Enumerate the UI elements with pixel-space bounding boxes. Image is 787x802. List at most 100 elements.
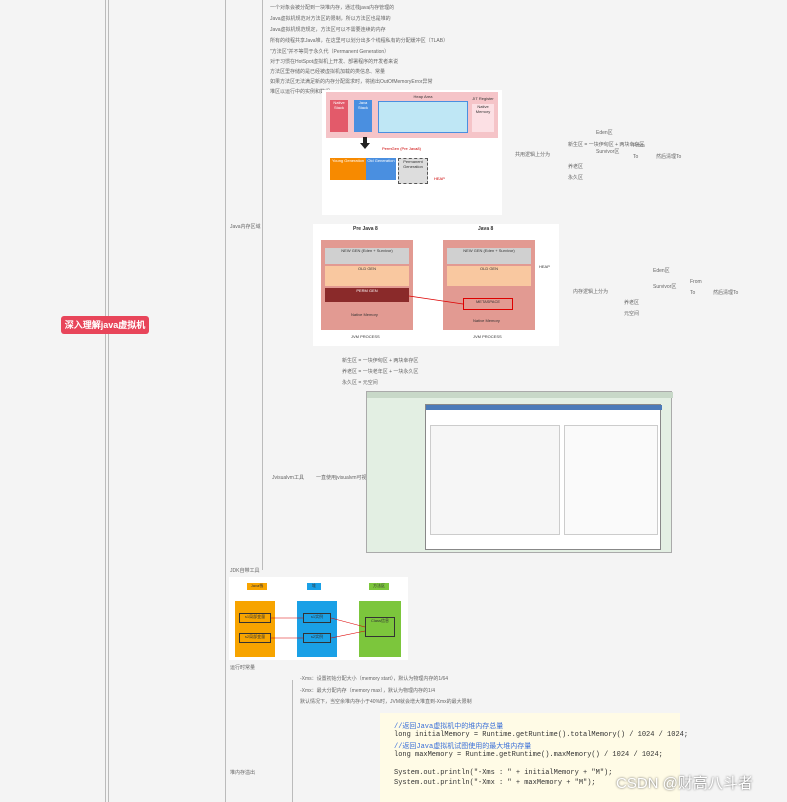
down-arrow-icon bbox=[360, 136, 370, 149]
to-note-2[interactable]: 然后清理To bbox=[713, 290, 739, 296]
heap-grid bbox=[378, 101, 468, 133]
branch-label-const[interactable]: 运行时常量 bbox=[230, 665, 256, 671]
branch-label-oom[interactable]: 堆内存溢出 bbox=[230, 770, 256, 776]
tool-note[interactable]: 一直使用jvisualvm可视化监控 bbox=[316, 475, 382, 481]
old-zone-label[interactable]: 养老区 bbox=[568, 164, 584, 170]
perm-gen-block: PERM GEN bbox=[325, 288, 409, 302]
java-stack-block: s1局部变量 s2局部变量 bbox=[235, 601, 275, 657]
permgen-caption: PermGen (Pre Java8) bbox=[382, 146, 421, 151]
young-gen-block: Young Generation bbox=[330, 158, 366, 180]
to-label-2[interactable]: To bbox=[690, 290, 696, 296]
to-label[interactable]: To bbox=[633, 154, 639, 160]
logic-split-label-2[interactable]: 内存逻辑上分为 bbox=[573, 289, 609, 295]
code-line: System.out.println("-Xmx : " + maxMemory… bbox=[394, 779, 596, 787]
new-gen-block: NEW GEN (Eden + Survivor) bbox=[325, 248, 409, 264]
pre-java8-title: Pre Java 8 bbox=[353, 226, 378, 232]
branch-line-main bbox=[225, 0, 226, 802]
jvm-diagram-1: Native Stack Java Stack Heap Area JIT Re… bbox=[322, 90, 502, 215]
heap-tag: HEAP bbox=[539, 264, 550, 269]
note: 如果方法区无法满足新的内存分配需求时，将抛出OutOfMemoryError异常 bbox=[270, 79, 433, 85]
note: Java虚拟机规范对方法区的限制，所以方法区也是堆的 bbox=[270, 16, 391, 22]
jvm-process-label: JVM PROCESS bbox=[351, 334, 380, 339]
branch-line-sub bbox=[262, 0, 263, 570]
jit-label: JIT Register bbox=[472, 96, 494, 101]
new-gen-block: NEW GEN (Eden + Survivor) bbox=[447, 248, 531, 264]
old-zone-label-2[interactable]: 养老区 bbox=[624, 300, 640, 306]
heap-tag: HEAP bbox=[434, 176, 445, 181]
plugin-dialog bbox=[425, 404, 662, 550]
note: 方法区里存储的是已经被虚拟机加载的类信息、常量 bbox=[270, 69, 386, 75]
xmx-note: -Xmx：最大分配内存（memory max），默认为物理内存的1/4 bbox=[300, 688, 436, 694]
heap-grow-note: 默认情况下，当空余堆内存小于40%时，JVM就会增大堆直到-Xmx的最大限制 bbox=[300, 699, 472, 705]
s2-local-var: s2局部变量 bbox=[239, 633, 271, 643]
stack-heap-diagram: Java栈 堆 方法区 s1局部变量 s2局部变量 s1实例 s2实例 Clas… bbox=[229, 577, 408, 660]
heap-note: 养老区 = 一块老年区 + 一块永久区 bbox=[342, 369, 419, 375]
branch-line-sub2 bbox=[292, 680, 293, 802]
young-zone-label[interactable]: 新生区 = 一块伊甸区 + 两块幸存区 bbox=[568, 142, 645, 148]
java8-process: NEW GEN (Eden + Survivor) OLD GEN METASP… bbox=[443, 240, 535, 330]
class-info: Class信息 bbox=[365, 617, 395, 637]
heap-title: Heap Area bbox=[413, 94, 433, 99]
xms-note: -Xms：设置初始分配大小（memory start），默认为物理内存的1/64 bbox=[300, 676, 449, 682]
code-snippet: //返回Java虚拟机中的堆内存总量 long initialMemory = … bbox=[380, 713, 688, 802]
old-gen-block: OLD GEN bbox=[447, 266, 531, 286]
heap-note: 永久区 = 元空间 bbox=[342, 380, 378, 386]
eden-label-2[interactable]: Eden区 bbox=[653, 268, 670, 274]
native-memory-block: Native Memory bbox=[472, 104, 494, 132]
code-line: long maxMemory = Runtime.getRuntime().ma… bbox=[394, 751, 663, 759]
metaspace-block: METASPACE bbox=[463, 298, 513, 310]
survivor-label[interactable]: Survivor区 bbox=[596, 149, 620, 155]
from-label-2[interactable]: From bbox=[690, 279, 702, 285]
s1-local-var: s1局部变量 bbox=[239, 613, 271, 623]
survivor-label-2[interactable]: Survivor区 bbox=[653, 284, 677, 290]
java-stack-block: Java Stack bbox=[354, 100, 372, 132]
old-gen-block: Old Generation bbox=[366, 158, 396, 180]
note: 所有的线程共享Java堆，在这里可以划分出多个线程私有的分配缓冲区（TLAB） bbox=[270, 38, 449, 44]
from-label[interactable]: From bbox=[633, 143, 645, 149]
pre-java8-process: NEW GEN (Eden + Survivor) OLD GEN PERM G… bbox=[321, 240, 413, 330]
root-topic[interactable]: 深入理解java虚拟机 bbox=[61, 316, 149, 334]
visualvm-screenshot bbox=[366, 391, 673, 553]
native-memory-label: Native Memory bbox=[473, 318, 500, 323]
note: "方法区"并不等同于永久代（Permanent Generation） bbox=[270, 49, 390, 55]
tree-trunk bbox=[105, 0, 106, 802]
runtime-area: Native Stack Java Stack Heap Area JIT Re… bbox=[326, 92, 498, 138]
eden-label[interactable]: Eden区 bbox=[596, 130, 613, 136]
window-titlebar bbox=[367, 392, 673, 398]
note: Java虚拟机规范规定，方法区可以不需要连续的内存 bbox=[270, 27, 386, 33]
plugin-details bbox=[564, 425, 658, 535]
jvm-diagram-2: Pre Java 8 Java 8 NEW GEN (Eden + Surviv… bbox=[313, 224, 559, 346]
reference-arrows bbox=[271, 617, 366, 639]
java-stack-title: Java栈 bbox=[247, 583, 267, 590]
tool-label[interactable]: Jvisualvm工具 bbox=[272, 475, 304, 481]
perm-gen-block: Permanent Generation bbox=[398, 158, 428, 184]
heap-block: s1实例 s2实例 bbox=[297, 601, 337, 657]
old-gen-block: OLD GEN bbox=[325, 266, 409, 286]
note: 对于习惯在HotSpot虚拟机上开发、部署程序的开发者来说 bbox=[270, 59, 399, 65]
native-stack-block: Native Stack bbox=[330, 100, 348, 132]
native-memory-label: Native Memory bbox=[351, 312, 378, 317]
code-comment: //返回Java虚拟机中的堆内存总量 bbox=[394, 723, 504, 731]
tree-trunk-2 bbox=[108, 0, 109, 802]
dialog-titlebar bbox=[426, 405, 662, 410]
note: 堆区以运行中的实例和数组 bbox=[270, 89, 331, 95]
heap-title: 堆 bbox=[307, 583, 321, 590]
jvm-process-label: JVM PROCESS bbox=[473, 334, 502, 339]
meta-zone-label-2[interactable]: 元空间 bbox=[624, 311, 640, 317]
logic-split-label[interactable]: 共用逻辑上分为 bbox=[515, 152, 551, 158]
branch-label-tools[interactable]: JDK自带工具 bbox=[230, 568, 260, 574]
perm-zone-label[interactable]: 永久区 bbox=[568, 175, 584, 181]
java8-title: Java 8 bbox=[478, 226, 494, 232]
csdn-watermark: CSDN @财高八斗者 bbox=[616, 775, 753, 792]
permgen-metaspace-arrow bbox=[408, 295, 464, 305]
s1-instance: s1实例 bbox=[303, 613, 331, 623]
method-area-title: 方法区 bbox=[369, 583, 389, 590]
note: 一个对象会被分配到一块堆内存，通过栈java内存管理的 bbox=[270, 5, 395, 11]
branch-label-memory[interactable]: Java内存区域 bbox=[230, 224, 261, 230]
code-line: System.out.println("-Xms : " + initialMe… bbox=[394, 769, 613, 777]
s2-instance: s2实例 bbox=[303, 633, 331, 643]
method-area-block: Class信息 bbox=[359, 601, 401, 657]
to-note[interactable]: 然后清理To bbox=[656, 154, 682, 160]
plugin-list[interactable] bbox=[430, 425, 560, 535]
heap-note: 新生区 = 一块伊甸区 + 两块幸存区 bbox=[342, 358, 419, 364]
